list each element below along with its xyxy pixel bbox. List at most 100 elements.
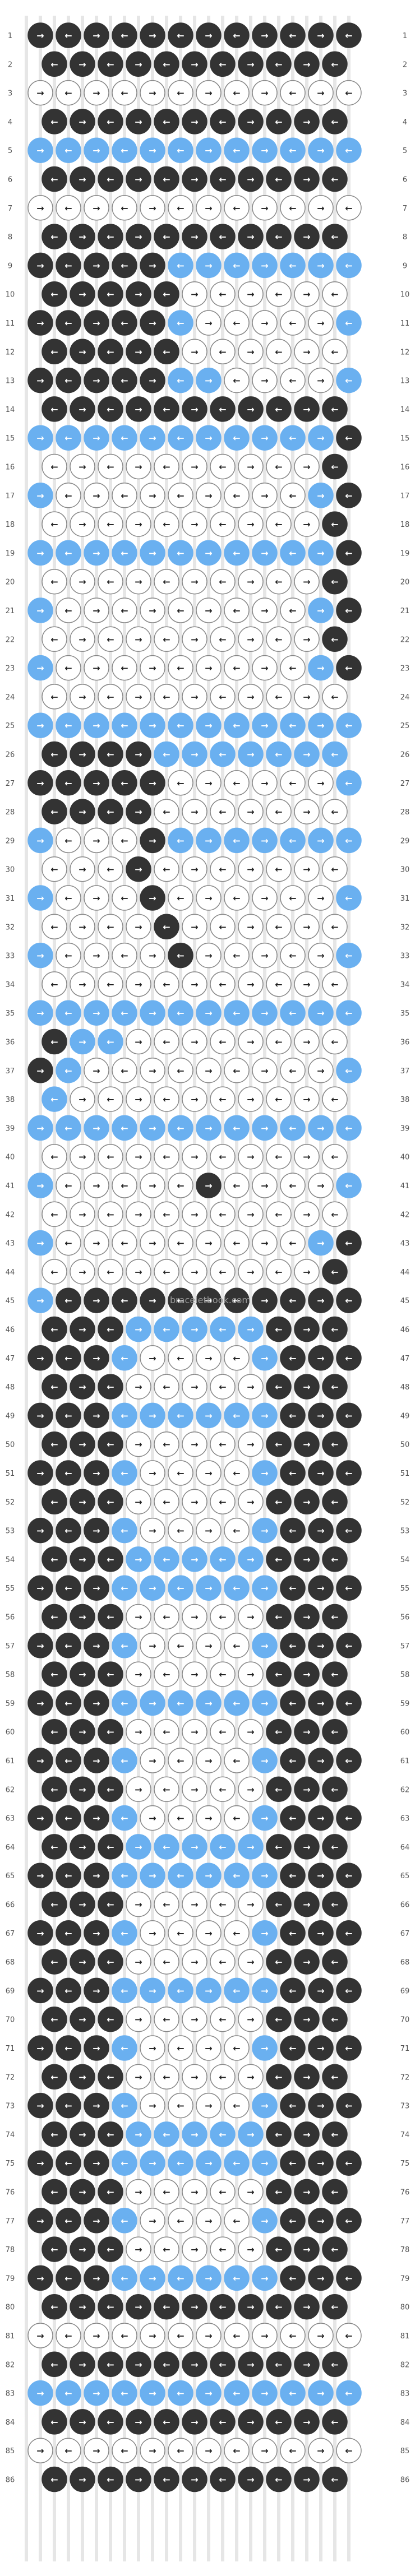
arrow-left-icon: ←: [219, 979, 226, 990]
arrow-right-icon: →: [135, 2244, 142, 2255]
arrow-right-icon: →: [79, 2359, 86, 2370]
arrow-right-icon: →: [317, 203, 324, 214]
arrow-right-icon: →: [303, 1037, 310, 1048]
knot: →: [70, 1086, 95, 1112]
arrow-left-icon: ←: [233, 145, 240, 156]
row-label-left: 32: [6, 923, 15, 932]
arrow-right-icon: →: [135, 1727, 142, 1738]
knot: ←: [168, 425, 193, 451]
arrow-right-icon: →: [261, 1353, 268, 1364]
arrow-left-icon: ←: [107, 634, 114, 645]
knot: →: [182, 741, 208, 767]
knot: →: [70, 1316, 95, 1342]
knot: ←: [56, 1230, 81, 1256]
knot: ←: [112, 2438, 137, 2463]
knot: ←: [322, 1028, 348, 1055]
knot: ←: [98, 1949, 123, 1975]
arrow-right-icon: →: [36, 1870, 44, 1881]
arrow-left-icon: ←: [345, 1641, 352, 1651]
knot: →: [126, 1776, 151, 1803]
arrow-right-icon: →: [247, 1382, 254, 1392]
arrow-left-icon: ←: [177, 1295, 184, 1306]
arrow-left-icon: ←: [219, 749, 226, 760]
knot: →: [84, 1517, 109, 1544]
arrow-left-icon: ←: [289, 2388, 296, 2399]
knot: ←: [168, 2035, 193, 2061]
knot: →: [70, 453, 95, 480]
knot: ←: [224, 1575, 250, 1601]
knot: →: [294, 1489, 320, 1515]
knot: →: [252, 1460, 278, 1486]
arrow-left-icon: ←: [331, 2244, 338, 2255]
knot: →: [140, 2323, 165, 2348]
row-label-left: 10: [6, 291, 15, 299]
knot: ←: [280, 1748, 306, 1773]
knot: ←: [280, 367, 306, 393]
knot: ←: [98, 1143, 123, 1170]
row-label-left: 19: [6, 549, 15, 558]
arrow-left-icon: ←: [163, 289, 170, 300]
row-label-left: 46: [6, 1326, 15, 1335]
arrow-left-icon: ←: [50, 749, 58, 760]
knot: →: [140, 2092, 165, 2119]
arrow-left-icon: ←: [163, 1669, 170, 1680]
arrow-left-icon: ←: [64, 2273, 72, 2283]
knot: ←: [322, 166, 348, 192]
knot: ←: [322, 1431, 348, 1457]
arrow-left-icon: ←: [233, 2273, 240, 2283]
knot: →: [70, 1201, 95, 1227]
arrow-right-icon: →: [36, 778, 44, 789]
arrow-left-icon: ←: [219, 1554, 226, 1565]
arrow-left-icon: ←: [50, 1612, 58, 1623]
arrow-right-icon: →: [149, 778, 156, 789]
arrow-right-icon: →: [36, 2043, 44, 2054]
knot: ←: [98, 799, 123, 824]
knot: ←: [280, 137, 306, 163]
knot: →: [27, 712, 53, 738]
arrow-right-icon: →: [191, 864, 198, 875]
knot: →: [294, 1949, 320, 1975]
knot: ←: [280, 770, 306, 796]
knot: →: [27, 1517, 53, 1544]
arrow-right-icon: →: [261, 318, 268, 328]
arrow-right-icon: →: [191, 1784, 198, 1795]
row-label-left: 62: [6, 1786, 15, 1794]
knot: ←: [322, 1718, 348, 1745]
knot: ←: [56, 540, 81, 566]
knot: →: [27, 827, 53, 854]
knot: →: [238, 2006, 264, 2032]
arrow-left-icon: ←: [107, 1209, 114, 1220]
row-label-left: 76: [6, 2189, 15, 2197]
arrow-left-icon: ←: [50, 1094, 58, 1105]
knot: →: [84, 195, 109, 221]
row-label-left: 56: [6, 1614, 15, 1622]
arrow-right-icon: →: [205, 1583, 212, 1593]
arrow-right-icon: →: [247, 59, 254, 70]
row-label-left: 12: [6, 348, 15, 356]
knot: ←: [56, 1517, 81, 1544]
arrow-right-icon: →: [247, 2072, 254, 2082]
arrow-left-icon: ←: [275, 1094, 282, 1105]
knot: ←: [336, 2150, 362, 2176]
knot: ←: [224, 2323, 250, 2348]
arrow-right-icon: →: [36, 951, 44, 961]
knot: →: [84, 1115, 109, 1141]
knot: →: [140, 367, 165, 393]
arrow-left-icon: ←: [219, 1382, 226, 1392]
arrow-left-icon: ←: [275, 1612, 282, 1623]
arrow-left-icon: ←: [289, 951, 296, 961]
row-label-right: 12: [400, 348, 410, 356]
arrow-right-icon: →: [93, 720, 100, 731]
knot: →: [252, 885, 278, 911]
knot: ←: [112, 1287, 137, 1313]
knot: →: [70, 1546, 95, 1572]
arrow-right-icon: →: [317, 778, 324, 789]
knot: →: [126, 51, 151, 77]
knot: →: [182, 1489, 208, 1515]
knot: →: [196, 1345, 222, 1371]
knot: ←: [210, 224, 236, 249]
arrow-right-icon: →: [205, 2331, 212, 2341]
arrow-right-icon: →: [135, 2475, 142, 2485]
arrow-left-icon: ←: [345, 835, 352, 846]
knot: →: [126, 856, 151, 882]
